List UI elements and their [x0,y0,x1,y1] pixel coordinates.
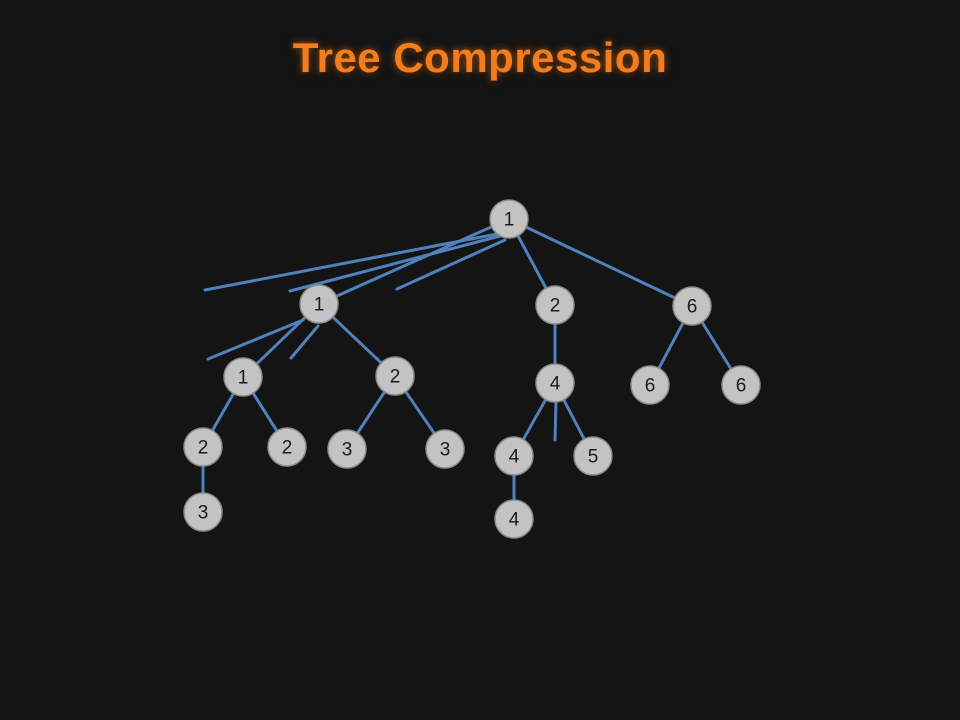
tree-node-n4: 4 [535,363,575,403]
tree-node-n2b: 2 [267,427,307,467]
node-label: 2 [390,367,401,388]
dangling-edge [289,324,320,360]
dangling-edge [395,238,507,291]
node-label: 2 [550,296,561,317]
dangling-edge [288,234,502,293]
tree-node-n4b: 4 [494,499,534,539]
node-circle [721,365,761,405]
node-label: 6 [687,297,698,318]
node-label: 1 [238,368,249,389]
node-circle [425,429,465,469]
node-circle [183,492,223,532]
edge-n6-n6a [657,321,685,370]
node-label: 4 [509,447,520,468]
node-circle [573,436,613,476]
tree-node-root: 1 [489,199,529,239]
node-label: 2 [282,438,293,459]
edge-n4-n4a [521,398,548,441]
node-circle [489,199,529,239]
node-label: 5 [588,447,599,468]
node-circle [327,429,367,469]
node-label: 2 [198,438,209,459]
dangling-edge [206,318,305,361]
dangling-edge [553,400,558,442]
node-label: 1 [504,210,515,231]
edge-root-n2 [516,234,548,290]
dangling-edges [203,232,558,442]
tree-node-n2a: 2 [183,427,223,467]
tree-node-n1a: 1 [223,357,263,397]
tree-node-n3b: 3 [425,429,465,469]
tree-node-n2: 2 [535,285,575,325]
node-label: 6 [736,376,747,397]
node-circle [223,357,263,397]
tree-node-n1b: 2 [375,356,415,396]
node-label: 3 [342,440,353,461]
edge-root-n6 [524,225,677,300]
node-label: 1 [314,295,325,316]
tree-edges [201,225,733,502]
node-circle [267,427,307,467]
edge-n1a-n2b [251,391,279,433]
node-label: 4 [550,374,561,395]
node-label: 3 [198,503,209,524]
tree-node-n5: 5 [573,436,613,476]
node-circle [183,427,223,467]
tree-node-n4a: 4 [494,436,534,476]
node-circle [535,285,575,325]
tree-node-n6a: 6 [630,365,670,405]
edge-n1b-n3a [355,390,387,435]
edge-n4-n5 [562,398,586,441]
node-label: 6 [645,376,656,397]
node-circle [535,363,575,403]
node-label: 4 [509,510,520,531]
node-circle [494,499,534,539]
edge-n1-n1a [255,315,307,366]
edge-n1b-n3b [404,390,436,435]
edge-root-n1 [334,225,494,298]
tree-node-n6: 6 [672,286,712,326]
edge-n1a-n2a [210,391,236,433]
slide-title: Tree Compression [292,34,668,81]
tree-node-n3c: 3 [183,492,223,532]
tree-node-n1: 1 [299,284,339,324]
node-circle [494,436,534,476]
edge-n6-n6b [700,320,733,371]
node-circle [630,365,670,405]
tree-node-n6b: 6 [721,365,761,405]
tree-node-n3a: 3 [327,429,367,469]
node-circle [299,284,339,324]
node-label: 3 [440,440,451,461]
edge-n1-n1b [331,315,383,365]
node-circle [375,356,415,396]
dangling-edge [203,232,499,292]
node-circle [672,286,712,326]
tree-nodes: 1 1 2 6 1 2 4 6 6 2 2 3 3 4 5 3 4 [183,199,761,539]
